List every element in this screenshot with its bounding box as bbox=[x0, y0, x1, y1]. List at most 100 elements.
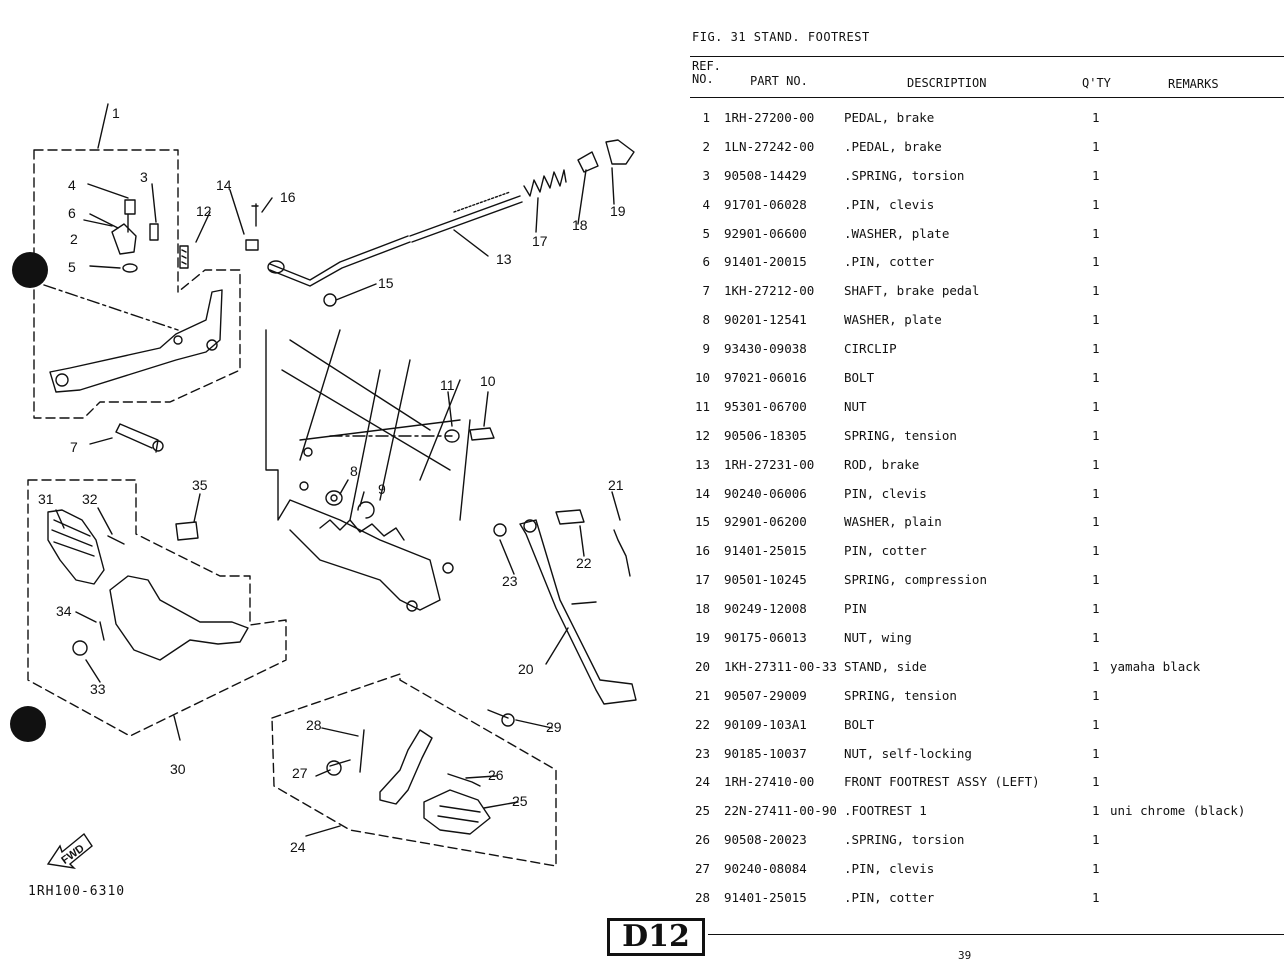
qty-cell: 1 bbox=[1092, 110, 1100, 125]
brake-rod-shape bbox=[269, 195, 523, 287]
callout-22: 22 bbox=[576, 555, 592, 571]
callout-21: 21 bbox=[608, 477, 624, 493]
col-header-qty: Q'TY bbox=[1082, 76, 1111, 90]
remarks-cell: yamaha black bbox=[1110, 658, 1201, 674]
qty-cell: 1 bbox=[1092, 687, 1100, 703]
section-code-box: D12 bbox=[607, 918, 705, 956]
part-no-cell: 90508-20023 bbox=[724, 832, 807, 848]
ref-cell: 2 bbox=[702, 138, 710, 154]
description-cell: PIN bbox=[844, 601, 867, 617]
description-cell: FRONT FOOTREST ASSY (LEFT) bbox=[844, 774, 1040, 790]
ref-cell: 26 bbox=[694, 832, 710, 848]
frame-outline bbox=[265, 329, 471, 611]
part-no-cell: 91401-20015 bbox=[724, 254, 807, 270]
ref-cell: 4 bbox=[702, 196, 710, 212]
callout-15: 15 bbox=[378, 275, 394, 291]
description-cell: SPRING, tension bbox=[844, 427, 957, 443]
col-header-description: DESCRIPTION bbox=[907, 76, 987, 90]
ref-cell: 3 bbox=[702, 167, 710, 183]
assembly-24-boundary bbox=[271, 673, 557, 867]
side-stand-shape bbox=[519, 519, 637, 705]
part-no-cell: 90240-08084 bbox=[724, 861, 807, 877]
qty-cell: 1 bbox=[1092, 225, 1100, 241]
part-no-cell: 1RH-27231-00 bbox=[724, 456, 815, 472]
qty-cell: 1 bbox=[1092, 514, 1100, 530]
part-no-cell: 92901-06600 bbox=[724, 225, 807, 241]
callout-13: 13 bbox=[496, 251, 512, 267]
col-header-remarks: REMARKS bbox=[1168, 77, 1219, 91]
callout-12: 12 bbox=[196, 203, 212, 219]
exploded-parts-diagram: 1 2 3 4 6 5 7 8 9 10 11 12 13 14 15 16 1… bbox=[27, 103, 637, 870]
ref-cell: 14 bbox=[694, 485, 710, 501]
qty-cell: 1 bbox=[1092, 774, 1100, 790]
callout-5: 5 bbox=[68, 259, 76, 275]
description-cell: STAND, side bbox=[844, 658, 927, 674]
qty-cell: 1 bbox=[1092, 196, 1100, 212]
description-cell: CIRCLIP bbox=[844, 341, 897, 357]
binder-hole-top bbox=[12, 252, 48, 288]
callout-7: 7 bbox=[70, 439, 78, 455]
callout-16: 16 bbox=[280, 189, 296, 205]
part-no-cell: 22N-27411-00-90 bbox=[724, 803, 837, 819]
part-no-cell: 90109-103A1 bbox=[724, 716, 807, 732]
description-cell: SHAFT, brake pedal bbox=[844, 283, 980, 299]
qty-cell: 1 bbox=[1092, 427, 1100, 443]
callout-34: 34 bbox=[56, 603, 72, 619]
part-no-cell: 90240-06006 bbox=[724, 485, 807, 501]
part-no-cell: 90201-12541 bbox=[724, 312, 807, 328]
ref-cell: 21 bbox=[694, 687, 710, 703]
callout-28: 28 bbox=[306, 717, 322, 733]
description-cell: SPRING, tension bbox=[844, 687, 957, 703]
footer-rule bbox=[708, 934, 1284, 935]
callout-17: 17 bbox=[532, 233, 548, 249]
part-no-cell: 90185-10037 bbox=[724, 745, 807, 761]
footrest-bracket-shape bbox=[109, 575, 249, 661]
ref-cell: 1 bbox=[702, 110, 710, 125]
ref-cell: 13 bbox=[694, 456, 710, 472]
description-cell: PIN, clevis bbox=[844, 485, 927, 501]
part-no-cell: 97021-06016 bbox=[724, 370, 807, 386]
description-cell: .FOOTREST 1 bbox=[844, 803, 927, 819]
callout-33: 33 bbox=[90, 681, 106, 697]
ref-cell: 22 bbox=[694, 716, 710, 732]
ref-cell: 18 bbox=[694, 601, 710, 617]
callout-26: 26 bbox=[488, 767, 504, 783]
callout-30: 30 bbox=[170, 761, 186, 777]
part-no-cell: 91401-25015 bbox=[724, 543, 807, 559]
col-header-ref: REF. NO. bbox=[692, 59, 721, 86]
part-no-cell: 95301-06700 bbox=[724, 398, 807, 414]
description-cell: ROD, brake bbox=[844, 456, 920, 472]
fwd-arrow-icon: FWD bbox=[46, 832, 93, 870]
ref-cell: 12 bbox=[694, 427, 710, 443]
part-no-cell: 90249-12008 bbox=[724, 601, 807, 617]
callout-24: 24 bbox=[290, 839, 306, 855]
callout-9: 9 bbox=[378, 481, 386, 497]
qty-cell: 1 bbox=[1092, 312, 1100, 328]
ref-cell: 7 bbox=[702, 283, 710, 299]
description-cell: .PIN, clevis bbox=[844, 861, 935, 877]
qty-cell: 1 bbox=[1092, 398, 1100, 414]
qty-cell: 1 bbox=[1092, 630, 1100, 646]
ref-cell: 11 bbox=[694, 398, 710, 414]
description-cell: BOLT bbox=[844, 716, 875, 732]
